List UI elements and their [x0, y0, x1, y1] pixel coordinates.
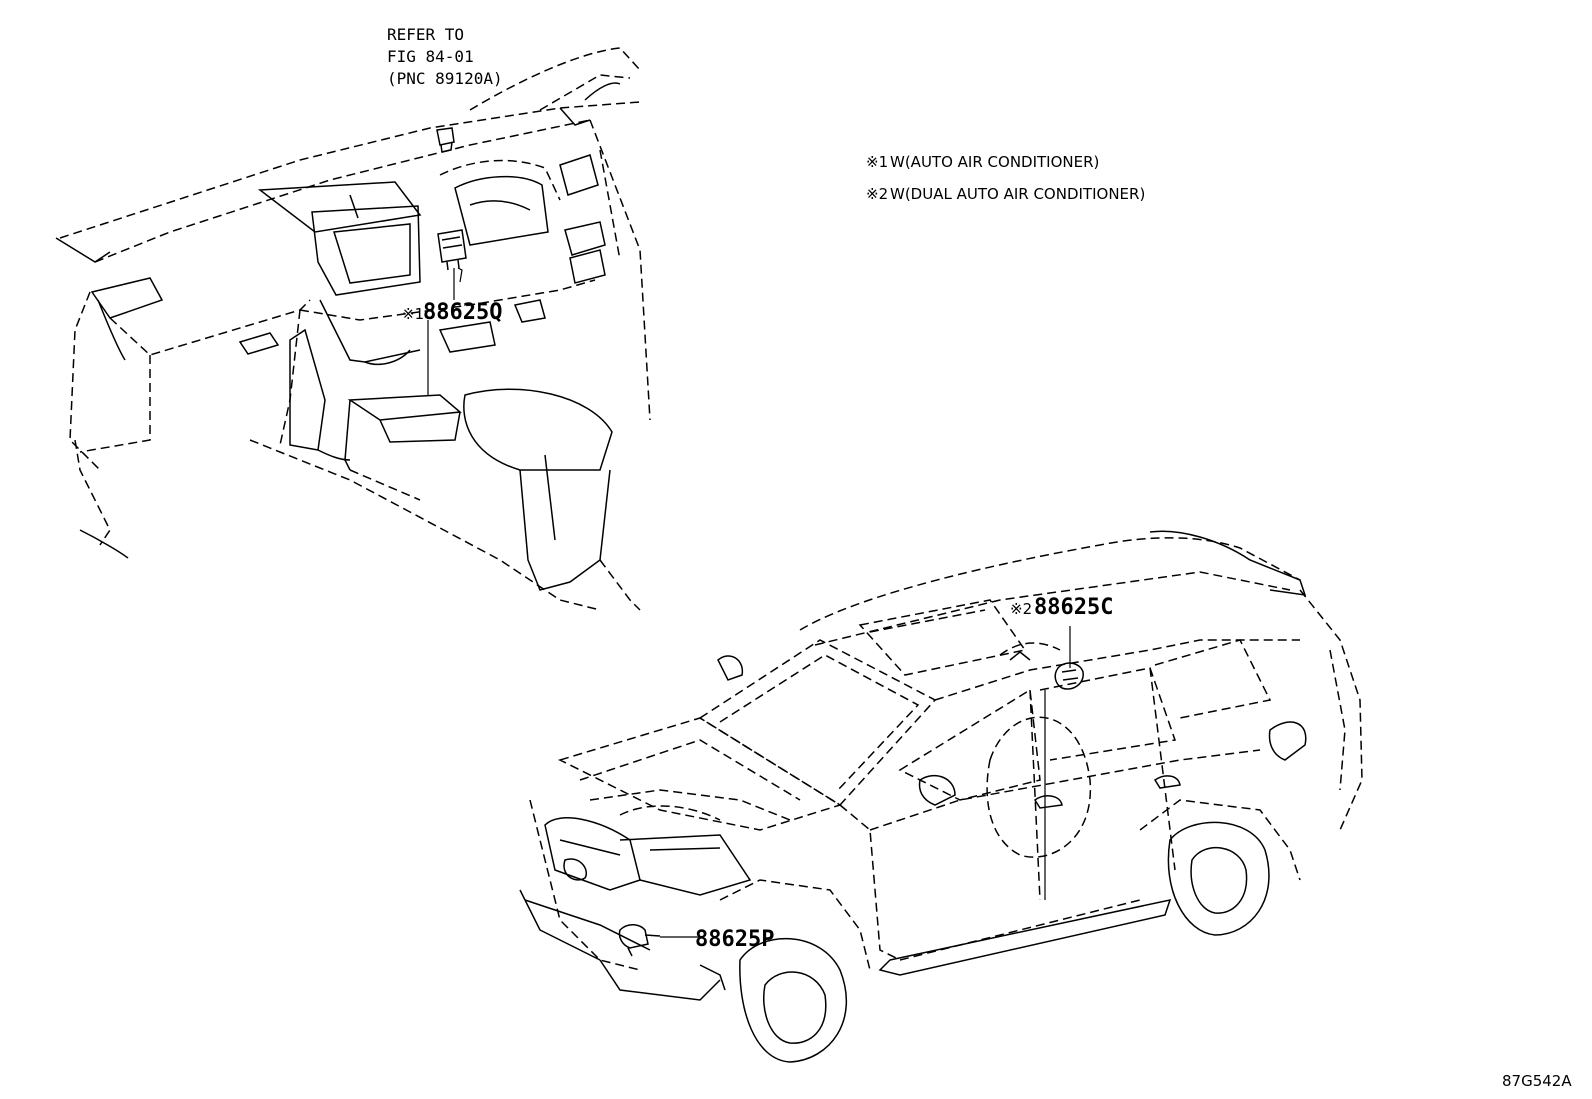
- legend-mark-2: ※2: [866, 185, 888, 203]
- interior-sensor-part-number: 88625Q: [423, 300, 502, 325]
- interior-sensor-mark: ※1: [402, 305, 424, 323]
- interior-temperature-sensor-icon: [437, 229, 467, 271]
- legend: ※1 W(AUTO AIR CONDITIONER) ※2 W(DUAL AUT…: [866, 153, 1145, 203]
- figure-id: 87G542A: [1502, 1072, 1572, 1090]
- legend-text-2: W(DUAL AUTO AIR CONDITIONER): [890, 185, 1145, 203]
- legend-text-1: W(AUTO AIR CONDITIONER): [890, 153, 1099, 171]
- dashboard-illustration: [55, 47, 651, 611]
- interior-sensor-callout: ※1 88625Q: [402, 300, 502, 325]
- front-ambient-sensor-icon: [618, 924, 661, 957]
- roof-ambient-sensor-icon: [1054, 662, 1084, 690]
- roof-sensor-callout: ※2 88625C: [1010, 595, 1113, 620]
- dash-sensor-icon: [436, 127, 455, 153]
- refer-note: REFER TO FIG 84-01 (PNC 89120A): [387, 25, 503, 88]
- roof-sensor-mark: ※2: [1010, 600, 1032, 618]
- front-sensor-part-number: 88625P: [695, 927, 774, 952]
- refer-note-line-2: FIG 84-01: [387, 47, 474, 66]
- legend-mark-1: ※1: [866, 153, 888, 171]
- front-sensor-callout: 88625P: [695, 927, 774, 952]
- refer-note-line-1: REFER TO: [387, 25, 464, 44]
- refer-note-line-3: (PNC 89120A): [387, 69, 503, 88]
- vehicle-illustration: [519, 530, 1363, 1063]
- roof-sensor-part-number: 88625C: [1034, 595, 1113, 620]
